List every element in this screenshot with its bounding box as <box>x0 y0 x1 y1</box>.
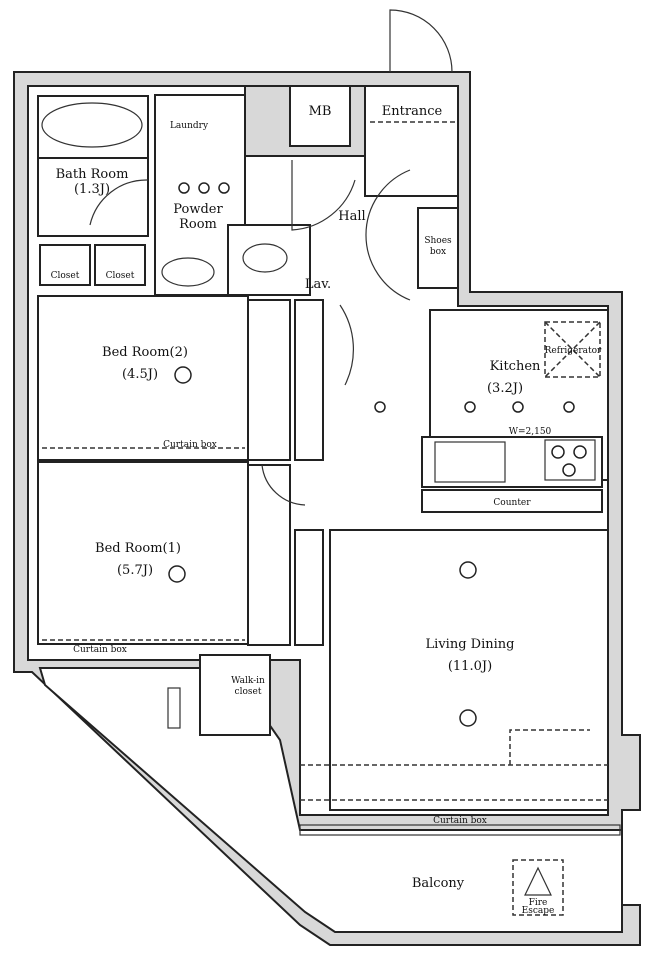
bed-room-1-size: (5.7J) <box>117 563 153 578</box>
curtain-box-living: Curtain box <box>433 816 487 826</box>
curtain-box-bedroom1: Curtain box <box>73 645 127 655</box>
lav-door[interactable] <box>365 169 411 301</box>
bathtub <box>41 102 143 148</box>
powder-room-label-2: Room <box>179 217 217 232</box>
bath-room <box>37 95 149 237</box>
bedroom2-closet <box>247 299 291 461</box>
curtain-box-bedroom2: Curtain box <box>163 440 217 450</box>
fire-escape <box>512 859 564 916</box>
entrance-door[interactable] <box>389 9 453 73</box>
closet-2 <box>94 244 146 286</box>
fire-escape-label-2: Escape <box>522 906 555 916</box>
shoes-box <box>417 207 459 289</box>
walk-in-closet-label: Walk-in <box>231 676 265 686</box>
refrigerator-label: Refrigerator <box>545 346 602 356</box>
kitchen-label: Kitchen <box>490 359 541 374</box>
powder-room-label: Powder <box>173 202 223 217</box>
bedroom1-door[interactable] <box>261 464 306 506</box>
balcony-label: Balcony <box>412 876 465 891</box>
closet-1 <box>39 244 91 286</box>
lav-label: Lav. <box>305 277 331 292</box>
kitchen-sink <box>434 441 506 483</box>
bed-room-1-label: Bed Room(1) <box>95 541 181 556</box>
bed-room-2 <box>37 295 249 461</box>
stove <box>544 439 596 481</box>
kitchen-counter <box>421 436 603 488</box>
kitchen-door[interactable] <box>339 304 354 386</box>
entrance-label: Entrance <box>382 104 443 119</box>
kitchen-height: W=2,150 <box>509 427 552 437</box>
lav <box>227 224 311 296</box>
hall-closet <box>294 299 324 461</box>
shoes-box-label-2: box <box>430 247 446 257</box>
mb <box>289 85 351 147</box>
hall-label: Hall <box>338 209 365 224</box>
kitchen-size: (3.2J) <box>487 381 523 396</box>
bed-room-1 <box>37 461 249 645</box>
living-dining-size: (11.0J) <box>448 659 492 674</box>
walk-in-closet <box>199 654 271 736</box>
closet-1-label: Closet <box>51 271 80 281</box>
fire-escape-label: Fire <box>529 898 548 908</box>
mb-label: MB <box>309 104 332 119</box>
bath-room-label: Bath Room <box>56 167 129 182</box>
bed-room-2-label: Bed Room(2) <box>102 345 188 360</box>
bedroom1-closet <box>247 464 291 646</box>
hall-door[interactable] <box>291 160 356 231</box>
refrigerator-space <box>544 321 601 378</box>
laundry-label: Laundry <box>170 121 209 131</box>
window <box>299 824 621 836</box>
counter <box>421 489 603 513</box>
sink <box>161 257 215 287</box>
closet-2-label: Closet <box>106 271 135 281</box>
counter-label: Counter <box>493 498 531 508</box>
bed-room-2-size: (4.5J) <box>122 367 158 382</box>
living-dining-label: Living Dining <box>426 637 515 652</box>
bath-room-size: (1.3J) <box>74 182 110 197</box>
walk-in-closet-label-2: closet <box>235 687 262 697</box>
entrance <box>364 85 459 197</box>
living-closet <box>294 529 324 646</box>
shoes-box-label: Shoes <box>424 236 452 246</box>
